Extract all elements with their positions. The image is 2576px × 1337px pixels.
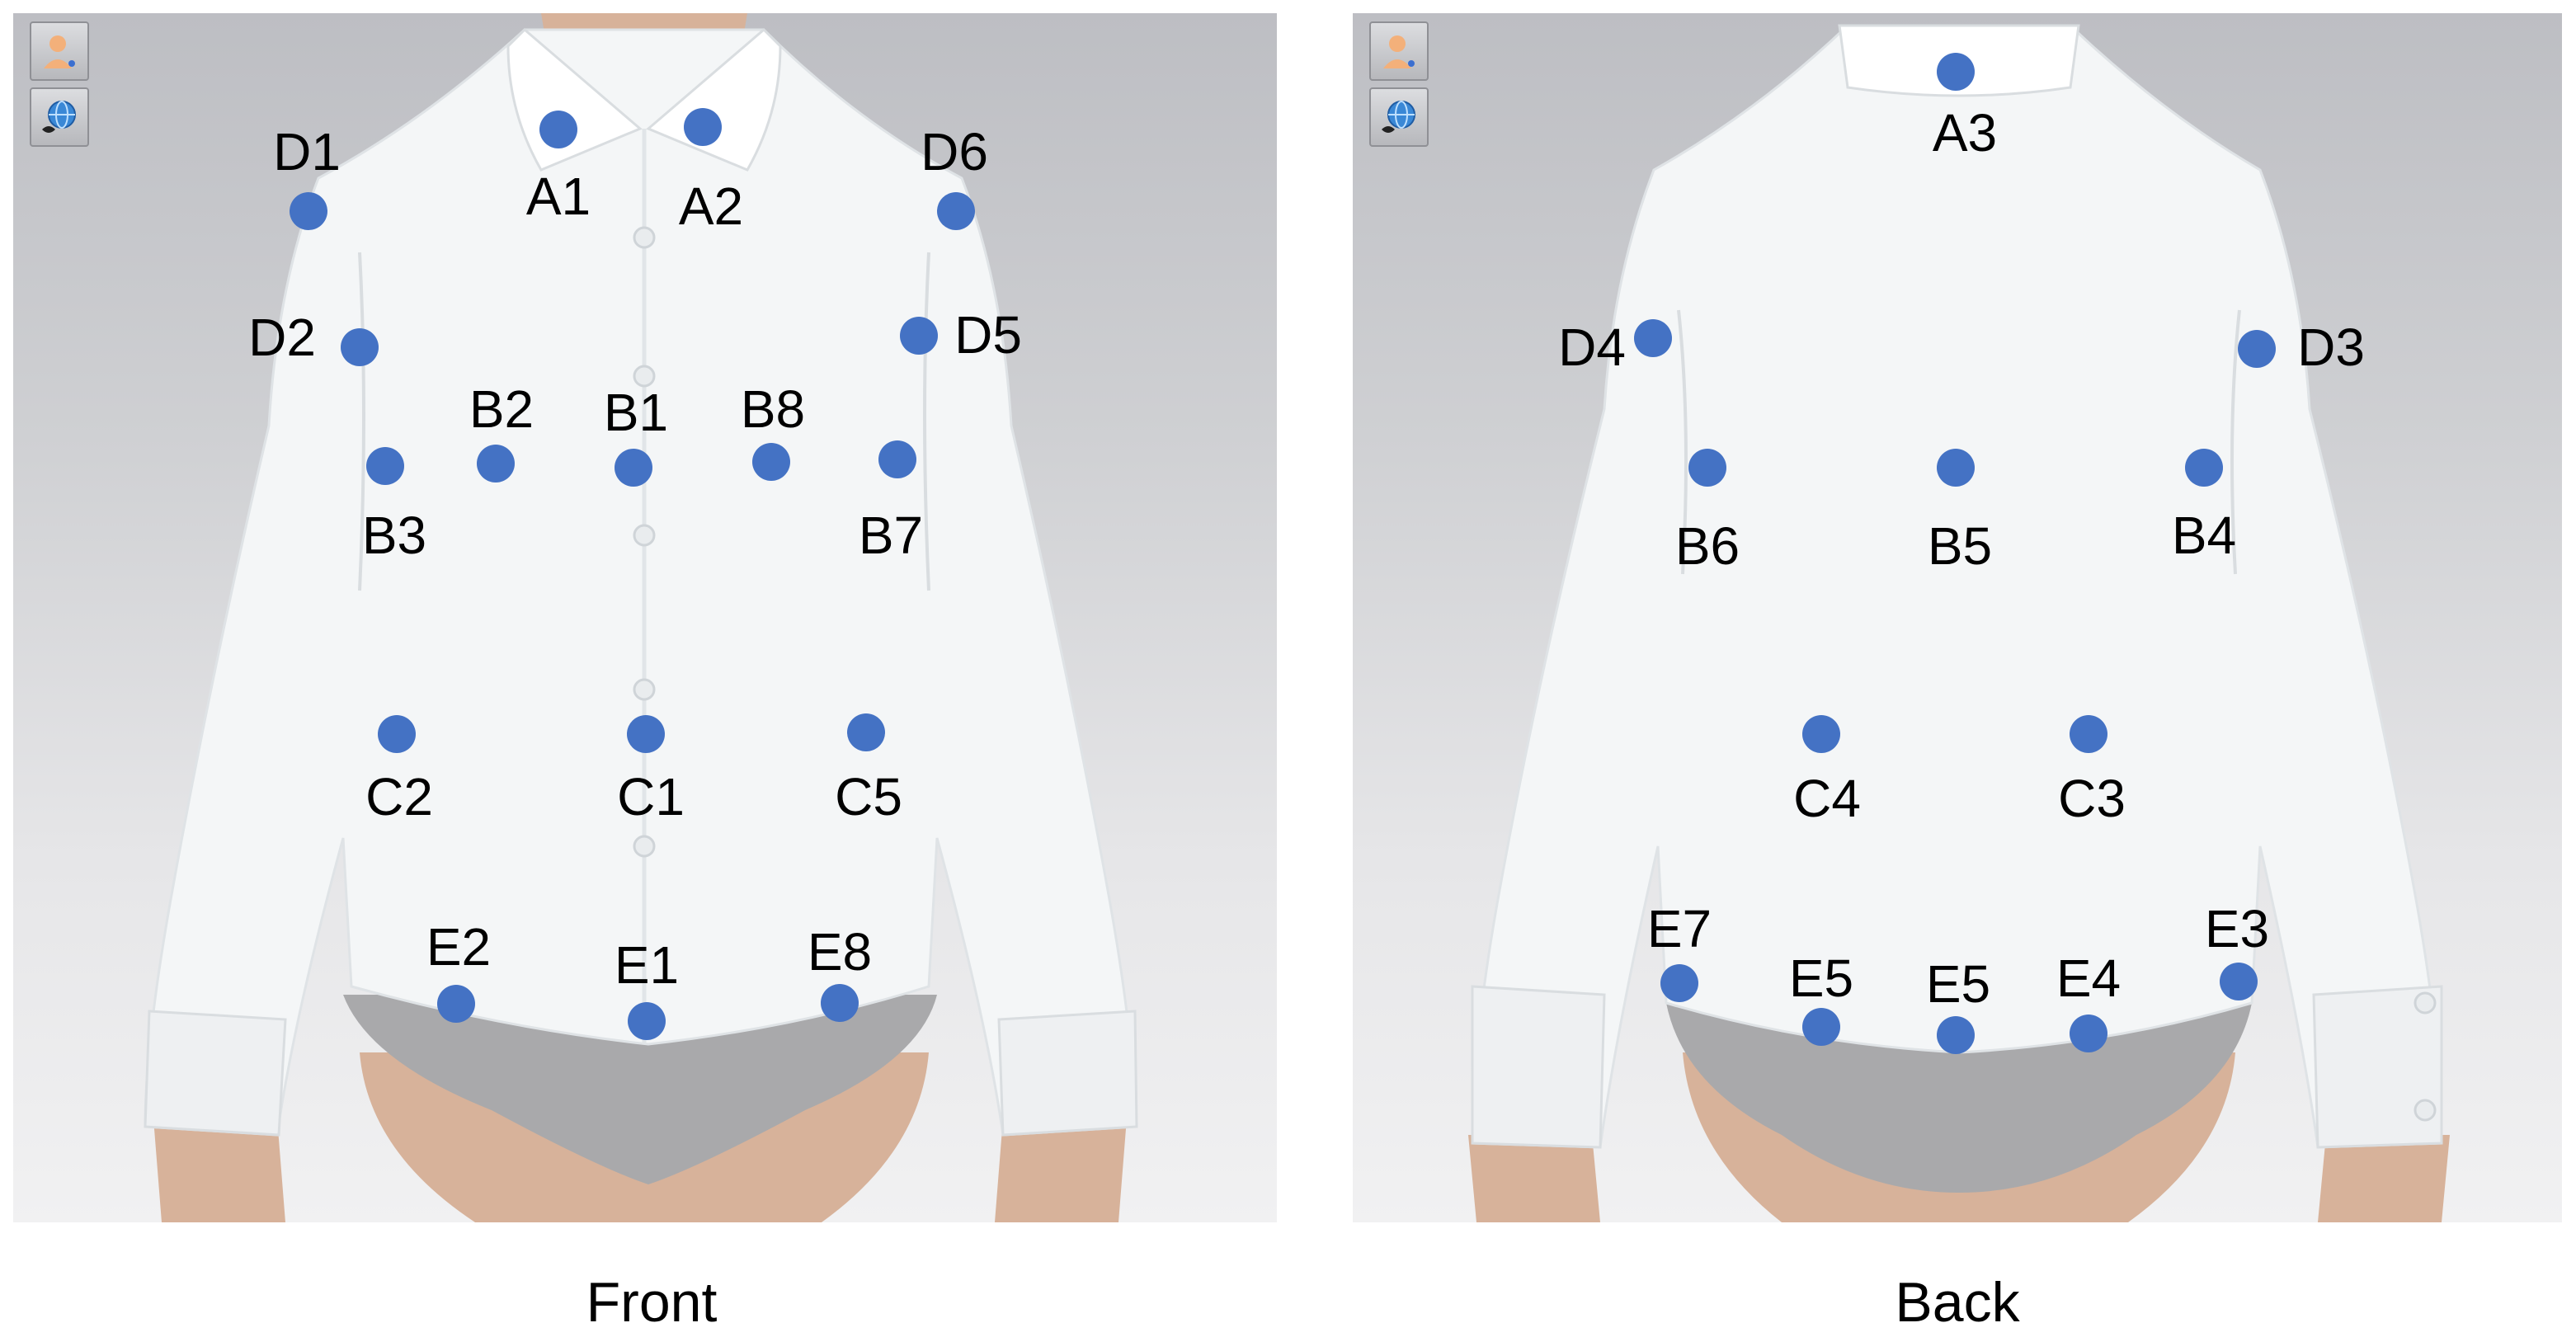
back-garment-figure [1468,24,2450,1222]
marker-E2[interactable] [437,985,475,1023]
marker-label-C1: C1 [617,767,685,826]
marker-A1[interactable] [539,111,577,148]
marker-label-A3: A3 [1932,103,1998,162]
marker-label-C3: C3 [2058,769,2126,828]
marker-label-B8: B8 [740,379,806,439]
marker-E3[interactable] [2220,963,2258,1000]
marker-D3[interactable] [2238,330,2276,368]
marker-label-B5: B5 [1927,516,1993,576]
marker-label-D2: D2 [248,308,316,367]
marker-label-A1: A1 [525,167,591,226]
avatar-icon [1383,35,1415,68]
marker-label-E5a: E5 [1788,949,1854,1008]
avatar-button[interactable] [1369,21,1429,81]
marker-D2[interactable] [341,328,379,366]
front-caption: Front [586,1271,718,1334]
marker-label-E5b: E5 [1925,954,1991,1014]
marker-D1[interactable] [290,192,327,230]
back-caption: Back [1895,1271,2020,1334]
marker-E7[interactable] [1660,964,1698,1002]
marker-label-D1: D1 [273,122,341,181]
marker-C5[interactable] [847,713,885,751]
marker-label-C5: C5 [835,767,902,826]
globe-view-button[interactable] [1369,87,1429,147]
marker-label-B1: B1 [603,383,669,442]
marker-C3[interactable] [2070,715,2107,753]
marker-B3[interactable] [366,447,404,485]
marker-label-A2: A2 [678,177,744,236]
marker-E1[interactable] [628,1002,666,1040]
marker-label-C2: C2 [365,767,433,826]
marker-label-B6: B6 [1674,516,1740,576]
marker-label-E8: E8 [807,922,873,982]
front-viewport[interactable]: A1 A2 D1 D6 D2 D5 B2 B1 B8 B3 B7 C2 C1 C… [13,13,1277,1222]
marker-A2[interactable] [684,108,722,146]
marker-label-D6: D6 [921,122,988,181]
marker-D5[interactable] [900,317,938,355]
marker-label-C4: C4 [1793,769,1861,828]
marker-label-B7: B7 [858,506,924,565]
front-garment-figure [144,13,1138,1222]
marker-label-D3: D3 [2297,318,2365,377]
marker-label-B3: B3 [361,506,427,565]
avatar-button[interactable] [30,21,89,81]
marker-C4[interactable] [1802,715,1840,753]
globe-view-icon [42,101,76,133]
marker-E5a[interactable] [1802,1008,1840,1046]
marker-label-E1: E1 [614,935,680,995]
marker-label-B4: B4 [2171,506,2237,565]
marker-label-E2: E2 [426,917,492,977]
marker-label-E3: E3 [2204,899,2270,958]
marker-B4[interactable] [2185,449,2223,487]
marker-B6[interactable] [1688,449,1726,487]
marker-B7[interactable] [878,440,916,478]
back-viewport[interactable]: A3 D4 D3 B6 B5 B4 C4 C3 E7 E5 E5 E4 E3 [1353,13,2562,1222]
marker-E8[interactable] [821,984,859,1022]
marker-B1[interactable] [615,449,652,487]
marker-B8[interactable] [752,443,790,481]
marker-A3[interactable] [1937,53,1975,91]
marker-B2[interactable] [477,445,515,483]
marker-label-D4: D4 [1558,318,1626,377]
marker-label-B2: B2 [469,379,535,439]
marker-D6[interactable] [937,192,975,230]
marker-label-D5: D5 [954,305,1022,365]
marker-label-E4: E4 [2056,949,2122,1008]
globe-view-icon [1382,101,1415,133]
marker-C1[interactable] [627,715,665,753]
marker-E4[interactable] [2070,1015,2107,1052]
avatar-icon [44,35,75,68]
marker-D4[interactable] [1634,319,1672,357]
marker-B5[interactable] [1937,449,1975,487]
marker-E5b[interactable] [1937,1016,1975,1054]
marker-C2[interactable] [378,715,416,753]
globe-view-button[interactable] [30,87,89,147]
marker-label-E7: E7 [1646,899,1712,958]
